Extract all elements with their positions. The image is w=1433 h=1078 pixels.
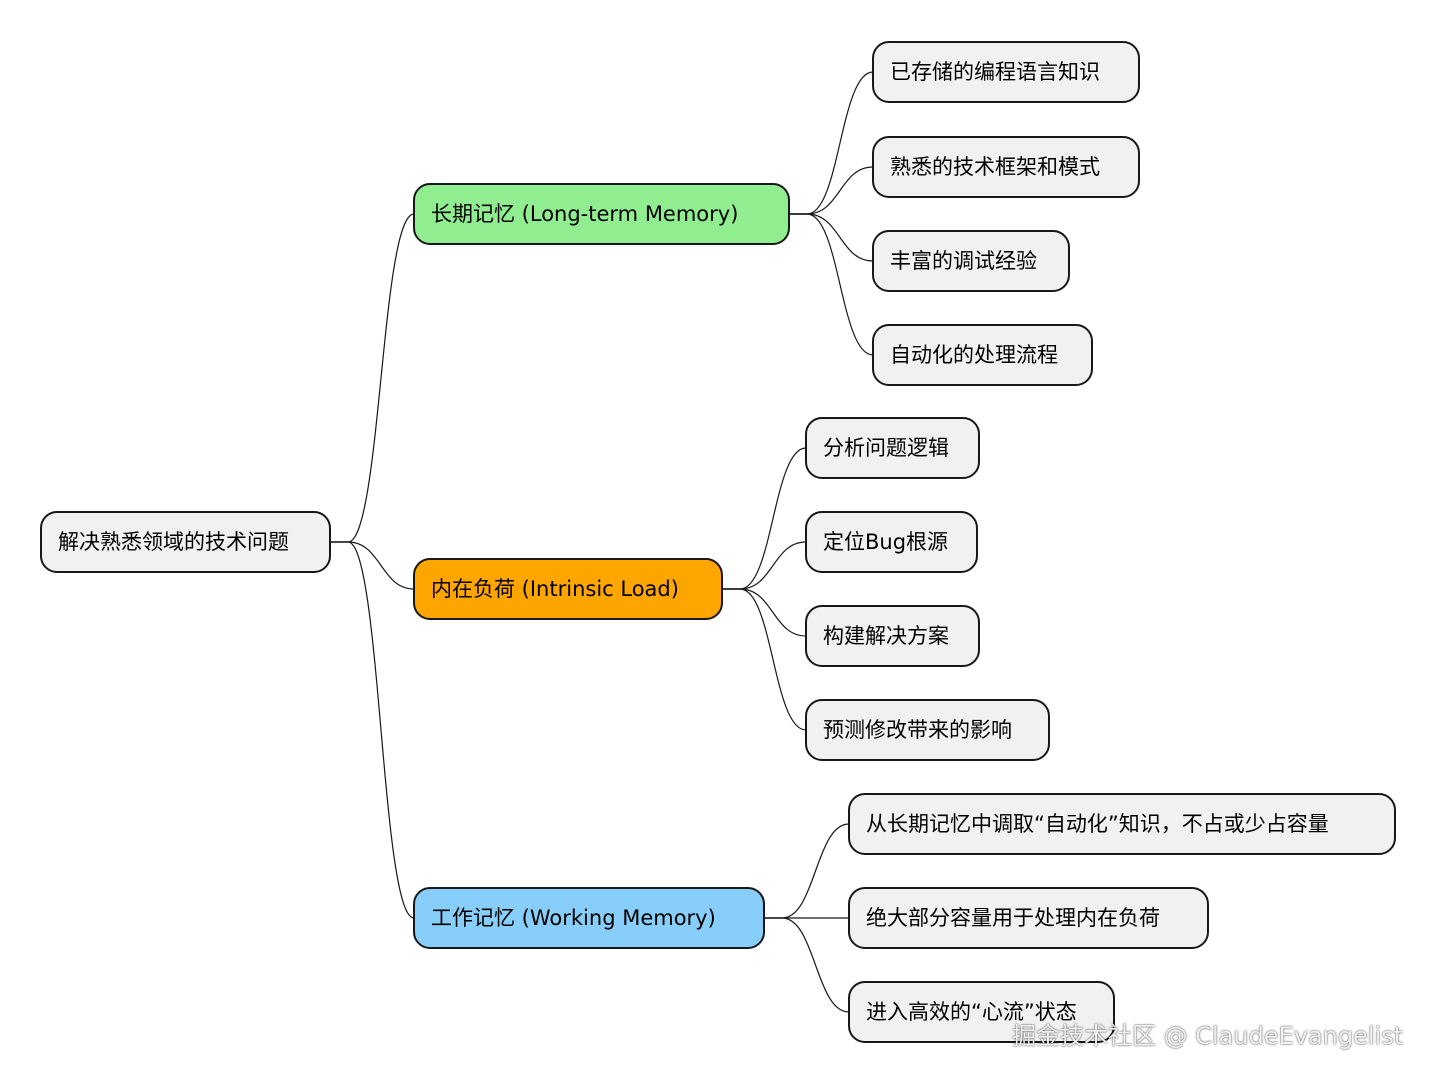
leaf-node-1-0: 分析问题逻辑 <box>805 417 980 479</box>
edge-root-branch-0 <box>330 213 415 543</box>
leaf-node-0-0: 已存储的编程语言知识 <box>872 41 1140 103</box>
edge-root-branch-2 <box>330 541 415 919</box>
branch-node-2-label: 工作记忆 (Working Memory) <box>431 906 716 930</box>
leaf-node-1-3-label: 预测修改带来的影响 <box>823 718 1012 742</box>
leaf-node-0-2: 丰富的调试经验 <box>872 230 1070 292</box>
edge-branch-1-leaf-1 <box>722 541 807 590</box>
leaf-node-2-0: 从长期记忆中调取“自动化”知识，不占或少占容量 <box>848 793 1396 855</box>
leaf-node-2-1-label: 绝大部分容量用于处理内在负荷 <box>866 906 1160 930</box>
leaf-node-1-1: 定位Bug根源 <box>805 511 978 573</box>
leaf-node-1-2: 构建解决方案 <box>805 605 980 667</box>
edge-root-branch-1 <box>330 541 415 590</box>
leaf-node-0-3: 自动化的处理流程 <box>872 324 1093 386</box>
edge-branch-0-leaf-2 <box>789 213 874 262</box>
branch-node-1-label: 内在负荷 (Intrinsic Load) <box>431 577 679 601</box>
branch-node-0-label: 长期记忆 (Long-term Memory) <box>431 202 738 226</box>
edge-branch-1-leaf-0 <box>722 447 807 590</box>
leaf-node-2-1: 绝大部分容量用于处理内在负荷 <box>848 887 1209 949</box>
branch-node-0: 长期记忆 (Long-term Memory) <box>413 183 790 245</box>
branch-node-2: 工作记忆 (Working Memory) <box>413 887 765 949</box>
leaf-node-1-2-label: 构建解决方案 <box>823 624 949 648</box>
edge-branch-1-leaf-3 <box>722 588 807 731</box>
leaf-node-1-3-box <box>805 699 1050 761</box>
root-node-label: 解决熟悉领域的技术问题 <box>58 530 289 554</box>
leaf-node-2-2: 进入高效的“心流”状态 <box>848 981 1115 1043</box>
leaf-node-0-0-label: 已存储的编程语言知识 <box>890 60 1100 84</box>
branch-node-1-box <box>413 558 723 620</box>
leaf-node-2-0-box <box>848 793 1396 855</box>
leaf-node-0-0-box <box>872 41 1140 103</box>
leaf-node-0-1: 熟悉的技术框架和模式 <box>872 136 1140 198</box>
root-node-box <box>40 511 331 573</box>
edge-branch-0-leaf-0 <box>789 71 874 215</box>
root-node: 解决熟悉领域的技术问题 <box>40 511 331 573</box>
leaf-node-0-3-box <box>872 324 1093 386</box>
leaf-node-0-1-label: 熟悉的技术框架和模式 <box>890 155 1100 179</box>
branch-node-1: 内在负荷 (Intrinsic Load) <box>413 558 723 620</box>
leaf-node-0-3-label: 自动化的处理流程 <box>890 343 1058 367</box>
leaf-node-1-1-label: 定位Bug根源 <box>823 530 948 554</box>
edge-branch-1-leaf-2 <box>722 588 807 637</box>
leaf-node-1-0-label: 分析问题逻辑 <box>823 436 949 460</box>
leaf-node-2-1-box <box>848 887 1209 949</box>
leaf-node-1-0-box <box>805 417 980 479</box>
leaf-node-0-2-box <box>872 230 1070 292</box>
branch-node-2-box <box>413 887 765 949</box>
edge-branch-0-leaf-1 <box>789 166 874 215</box>
edge-branch-2-leaf-2 <box>764 917 850 1013</box>
leaf-node-0-1-box <box>872 136 1140 198</box>
mindmap-edges <box>330 71 874 1013</box>
leaf-node-2-2-box <box>848 981 1115 1043</box>
edge-branch-2-leaf-0 <box>764 823 850 919</box>
leaf-node-2-0-label: 从长期记忆中调取“自动化”知识，不占或少占容量 <box>866 812 1329 836</box>
branch-node-0-box <box>413 183 790 245</box>
edge-branch-0-leaf-3 <box>789 213 874 356</box>
leaf-node-1-3: 预测修改带来的影响 <box>805 699 1050 761</box>
leaf-node-1-2-box <box>805 605 980 667</box>
leaf-node-1-1-box <box>805 511 978 573</box>
watermark: 掘金技术社区 @ ClaudeEvangelist <box>1012 1022 1404 1050</box>
leaf-node-0-2-label: 丰富的调试经验 <box>890 249 1037 273</box>
leaf-node-2-2-label: 进入高效的“心流”状态 <box>866 1000 1077 1024</box>
